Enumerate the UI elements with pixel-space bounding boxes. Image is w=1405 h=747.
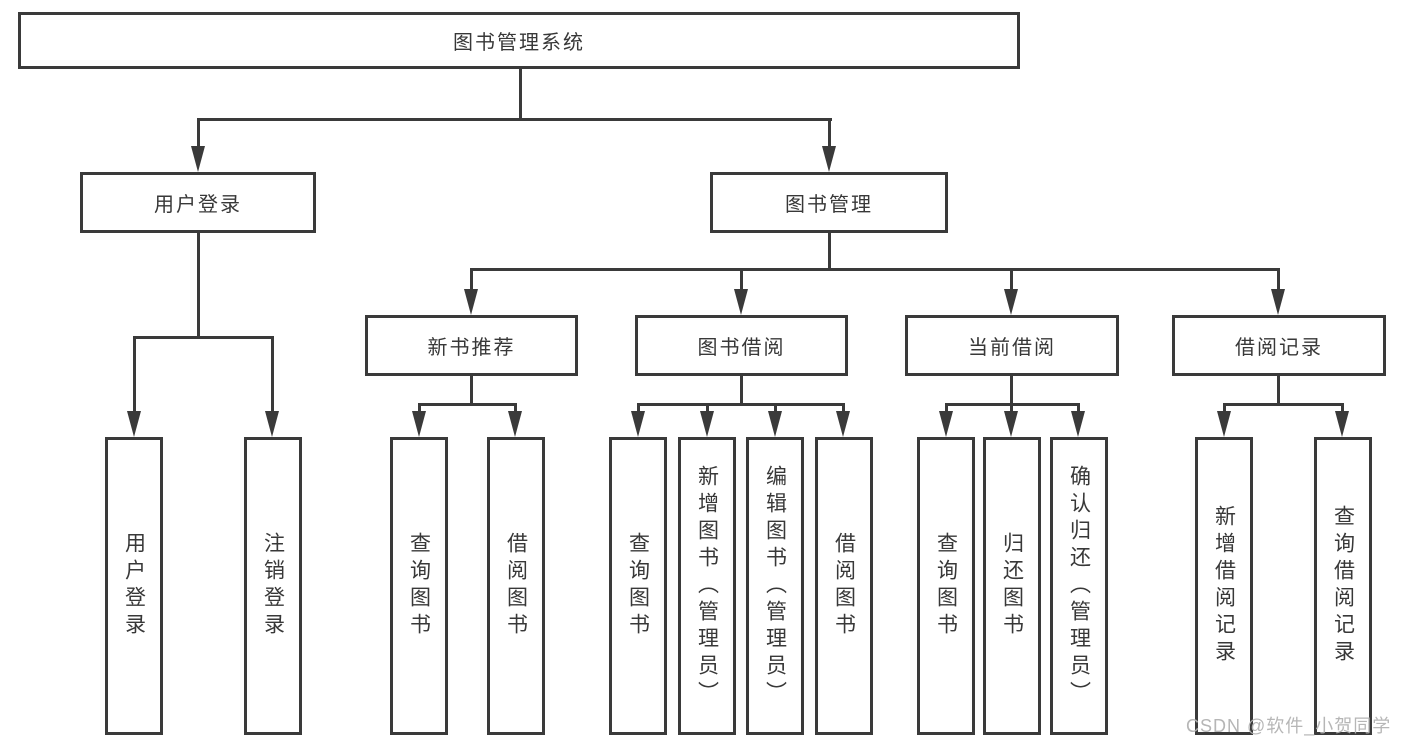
node-label: 图书借阅 xyxy=(697,337,786,359)
arrowhead-down-icon xyxy=(700,411,714,437)
leaf-borrow-books-2: 借阅图书 xyxy=(815,437,873,735)
connector-line xyxy=(828,118,831,152)
connector-line xyxy=(1223,403,1344,406)
arrowhead-down-icon xyxy=(1217,411,1231,437)
connector-line xyxy=(740,268,743,294)
connector-line xyxy=(1010,376,1013,406)
node-borrow-records: 借阅记录 xyxy=(1172,315,1386,376)
node-label: 图书管理系统 xyxy=(453,32,585,54)
arrowhead-down-icon xyxy=(191,146,205,172)
node-label: 注销登录 xyxy=(261,532,286,640)
arrowhead-down-icon xyxy=(412,411,426,437)
node-label: 确认归还（管理员） xyxy=(1067,464,1092,708)
leaf-query-books-3: 查询图书 xyxy=(917,437,975,735)
node-label: 借阅图书 xyxy=(504,532,529,640)
node-label: 当前借阅 xyxy=(968,337,1056,359)
connector-line xyxy=(197,233,200,339)
arrowhead-down-icon xyxy=(1004,289,1018,315)
arrowhead-down-icon xyxy=(508,411,522,437)
connector-line xyxy=(945,403,948,417)
connector-line xyxy=(1341,403,1344,417)
connector-line xyxy=(637,403,640,417)
arrowhead-down-icon xyxy=(1071,411,1085,437)
arrowhead-down-icon xyxy=(265,411,279,437)
connector-line xyxy=(842,403,845,417)
leaf-return-books: 归还图书 xyxy=(983,437,1041,735)
connector-line xyxy=(514,403,517,417)
connector-line xyxy=(1277,376,1280,406)
arrowhead-down-icon xyxy=(464,289,478,315)
arrowhead-down-icon xyxy=(1335,411,1349,437)
connector-line xyxy=(470,268,1280,271)
connector-line xyxy=(133,336,136,416)
connector-line xyxy=(519,68,522,121)
connector-line xyxy=(828,233,831,271)
connector-line xyxy=(1010,268,1013,294)
node-label: 查询图书 xyxy=(407,532,432,640)
node-book-management: 图书管理 xyxy=(710,172,948,233)
connector-line xyxy=(418,403,517,406)
connector-line xyxy=(1077,403,1080,417)
connector-line xyxy=(740,376,743,406)
node-label: 归还图书 xyxy=(1000,532,1025,640)
leaf-query-books-1: 查询图书 xyxy=(390,437,448,735)
connector-line xyxy=(470,376,473,406)
leaf-logout: 注销登录 xyxy=(244,437,302,735)
node-label: 借阅记录 xyxy=(1235,337,1323,359)
node-label: 新增借阅记录 xyxy=(1212,505,1237,667)
leaf-query-books-2: 查询图书 xyxy=(609,437,667,735)
arrowhead-down-icon xyxy=(939,411,953,437)
arrowhead-down-icon xyxy=(631,411,645,437)
node-new-book-recommend: 新书推荐 xyxy=(365,315,578,376)
arrowhead-down-icon xyxy=(768,411,782,437)
leaf-edit-books-admin: 编辑图书（管理员） xyxy=(746,437,804,735)
node-label: 新书推荐 xyxy=(427,337,516,359)
connector-line xyxy=(1010,403,1013,417)
connector-line xyxy=(706,403,709,417)
connector-line xyxy=(637,403,845,406)
arrowhead-down-icon xyxy=(1004,411,1018,437)
node-label: 用户登录 xyxy=(154,194,242,216)
connector-line xyxy=(1277,268,1280,294)
arrowhead-down-icon xyxy=(734,289,748,315)
node-label: 查询借阅记录 xyxy=(1331,505,1356,667)
node-current-borrow: 当前借阅 xyxy=(905,315,1119,376)
leaf-add-books-admin: 新增图书（管理员） xyxy=(678,437,736,735)
arrowhead-down-icon xyxy=(836,411,850,437)
leaf-user-login: 用户登录 xyxy=(105,437,163,735)
node-label: 图书管理 xyxy=(785,194,873,216)
arrowhead-down-icon xyxy=(1271,289,1285,315)
leaf-borrow-books-1: 借阅图书 xyxy=(487,437,545,735)
node-label: 查询图书 xyxy=(626,532,651,640)
leaf-query-borrow-record: 查询借阅记录 xyxy=(1314,437,1372,735)
connector-line xyxy=(271,336,274,416)
connector-line xyxy=(418,403,421,417)
connector-line xyxy=(470,268,473,294)
connector-line xyxy=(197,118,200,152)
node-label: 借阅图书 xyxy=(832,532,857,640)
node-user-login-group: 用户登录 xyxy=(80,172,316,233)
leaf-confirm-return-admin: 确认归还（管理员） xyxy=(1050,437,1108,735)
arrowhead-down-icon xyxy=(822,146,836,172)
node-label: 用户登录 xyxy=(122,532,147,640)
csdn-watermark: CSDN @软件_小贺同学 xyxy=(1186,716,1392,736)
node-library-management-system: 图书管理系统 xyxy=(18,12,1020,69)
node-book-borrow: 图书借阅 xyxy=(635,315,848,376)
connector-line xyxy=(774,403,777,417)
node-label: 编辑图书（管理员） xyxy=(763,464,788,708)
arrowhead-down-icon xyxy=(127,411,141,437)
connector-line xyxy=(1223,403,1226,417)
connector-line xyxy=(197,118,832,121)
node-label: 查询图书 xyxy=(934,532,959,640)
leaf-add-borrow-record: 新增借阅记录 xyxy=(1195,437,1253,735)
node-label: 新增图书（管理员） xyxy=(695,464,720,708)
connector-line xyxy=(133,336,273,339)
